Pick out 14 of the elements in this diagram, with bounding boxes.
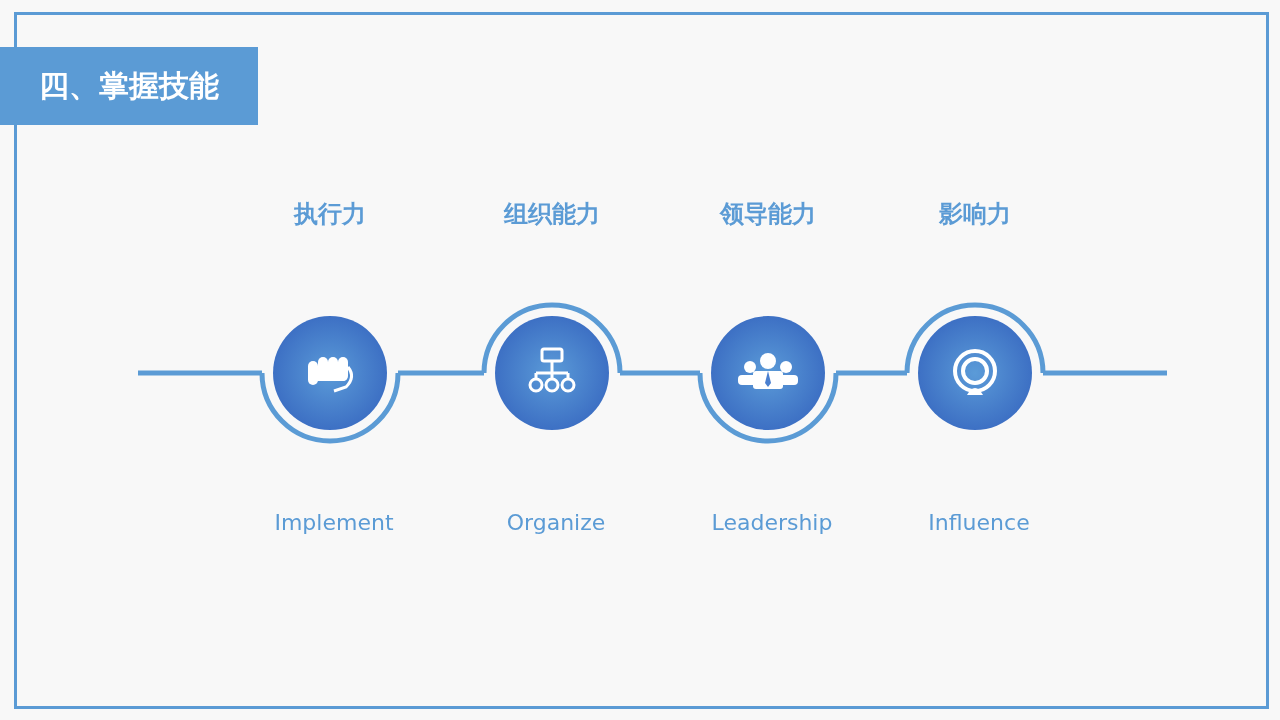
connector-line xyxy=(620,370,700,376)
skill-heading: 执行力 xyxy=(292,199,367,230)
title-banner: 四、掌握技能 xyxy=(0,47,258,125)
skill-caption: Leadership xyxy=(710,510,834,535)
connector-line xyxy=(398,370,484,376)
connector-line xyxy=(1043,370,1167,376)
skill-caption: Organize xyxy=(505,510,607,535)
connector-line xyxy=(138,370,262,376)
skill-heading: 组织能力 xyxy=(502,199,601,230)
connector-line xyxy=(836,370,907,376)
skill-heading: 领导能力 xyxy=(718,199,817,230)
skill-heading: 影响力 xyxy=(938,199,1012,230)
skill-caption: Implement xyxy=(273,510,395,535)
skill-caption: Influence xyxy=(927,510,1031,535)
